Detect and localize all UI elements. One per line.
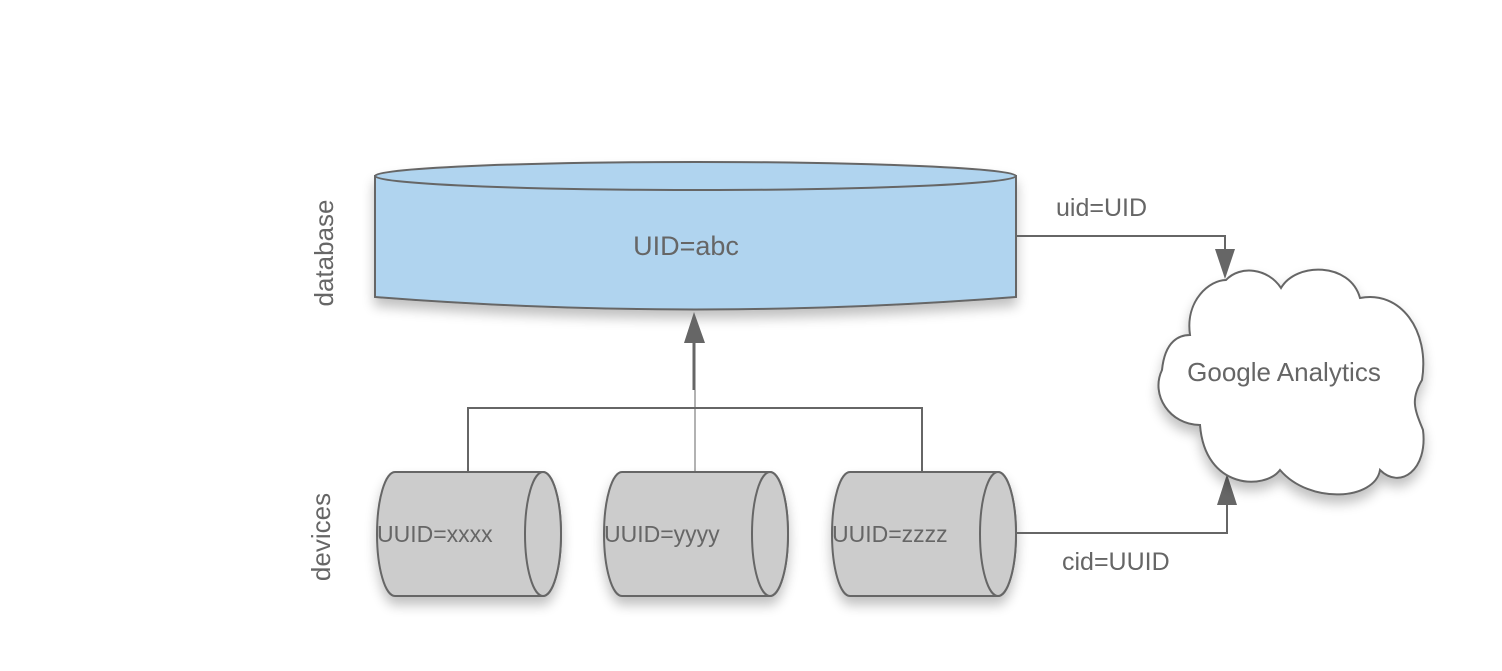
- edge-db-to-ga: [1016, 235, 1226, 262]
- arrow-up-to-ga-icon: [1217, 474, 1237, 505]
- edge-device-to-ga: [1016, 500, 1228, 534]
- google-analytics-cloud[interactable]: [1157, 268, 1425, 496]
- edge-label-cid: cid=UUID: [1062, 548, 1170, 576]
- lane-label-devices: devices: [306, 493, 336, 581]
- lane-label-database: database: [309, 200, 339, 307]
- device-cylinder-2[interactable]: [603, 471, 789, 597]
- arrow-up-to-database-icon: [684, 312, 705, 343]
- device-label-2: UUID=yyyy: [604, 521, 720, 547]
- edge-label-uid: uid=UID: [1056, 194, 1147, 222]
- device-cylinder-1[interactable]: [376, 471, 562, 597]
- device-label-1: UUID=xxxx: [377, 521, 493, 547]
- device-cylinder-3[interactable]: [831, 471, 1017, 597]
- database-cylinder[interactable]: [374, 161, 1017, 311]
- cloud-label: Google Analytics: [1187, 357, 1381, 387]
- arrow-down-to-ga-icon: [1215, 249, 1235, 279]
- device-connector: [467, 340, 923, 472]
- device-label-3: UUID=zzzz: [832, 521, 948, 547]
- database-label: UID=abc: [633, 231, 739, 261]
